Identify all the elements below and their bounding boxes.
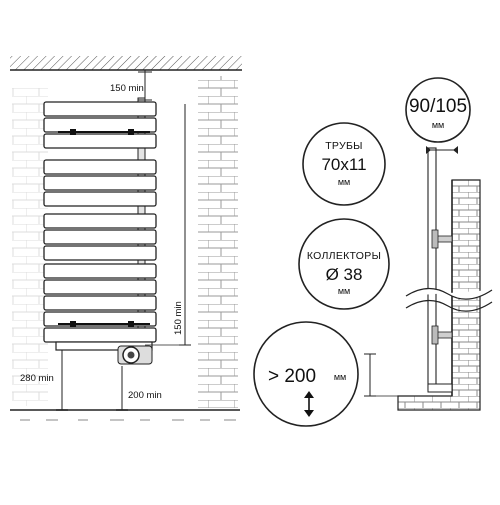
wall-gap-dimension xyxy=(364,353,398,397)
tubes-label: ТРУБЫ xyxy=(325,140,363,152)
left-dimension-lines xyxy=(56,70,191,411)
floor-clearance-label: 280 min xyxy=(20,373,54,384)
pipe-floor-clearance-label: 200 min xyxy=(128,390,162,401)
tubes-circle xyxy=(302,122,386,206)
up-down-arrow-icon xyxy=(304,391,314,417)
wall-gap-value: > 200 xyxy=(268,366,316,387)
wall-gap-circle xyxy=(253,321,359,427)
valve-knob-icon xyxy=(117,345,153,365)
wall-section xyxy=(397,179,481,411)
pipe-offset-dimension xyxy=(426,146,458,154)
pipe-offset-circle xyxy=(405,77,471,143)
collectors-circle xyxy=(298,218,390,310)
brick-wall-left xyxy=(12,76,238,408)
pipe-offset-unit: мм xyxy=(432,120,444,130)
tubes-unit: мм xyxy=(338,177,350,187)
collectors-label: КОЛЛЕКТОРЫ xyxy=(307,250,381,262)
ceiling xyxy=(10,56,242,71)
side-clearance-label: 150 min xyxy=(173,301,184,335)
break-line xyxy=(405,287,493,312)
floor xyxy=(10,409,240,421)
tubes-size: 70x11 xyxy=(321,155,366,174)
collectors-size: Ø 38 xyxy=(326,265,363,284)
collectors-unit: мм xyxy=(338,286,350,296)
pipe-offset-value: 90/105 xyxy=(409,96,467,117)
radiator xyxy=(43,97,157,361)
pipe xyxy=(427,147,453,393)
wall-gap-unit: мм xyxy=(334,372,346,382)
top-clearance-label: 150 min xyxy=(110,83,144,94)
